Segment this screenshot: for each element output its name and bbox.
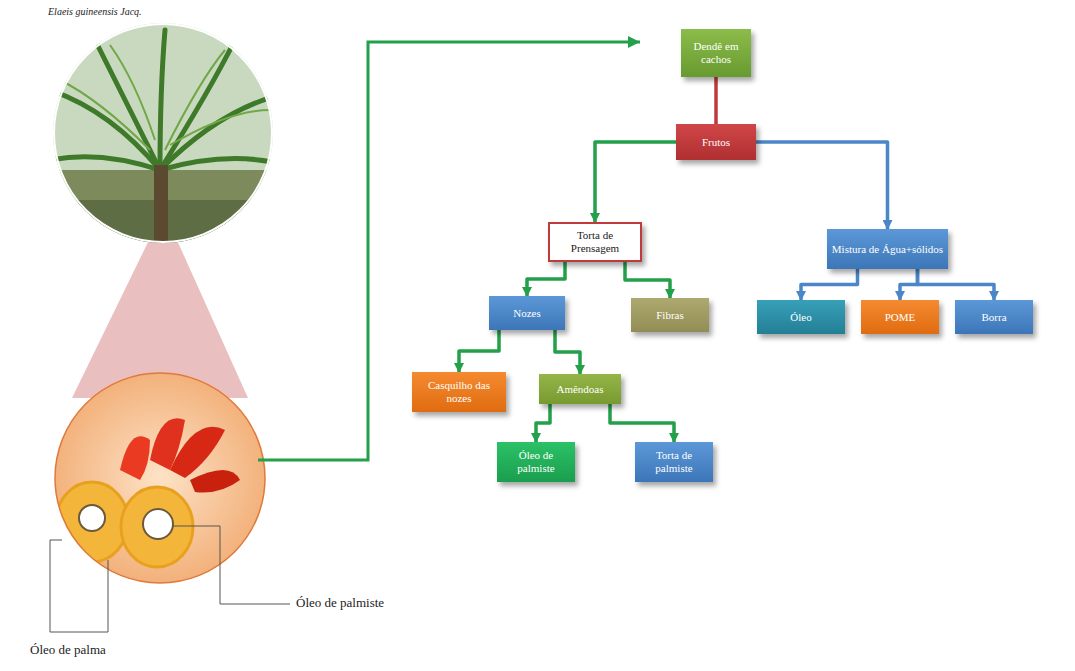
node-text: Dendê em cachos (685, 40, 747, 65)
product-box: Óleo de palmiste (497, 442, 575, 482)
product-box: POME (861, 300, 939, 334)
product-box: Torta de palmiste (635, 442, 713, 482)
node-text: Torta de palmiste (639, 449, 709, 474)
product-box: Óleo (757, 300, 845, 334)
flow-connector (756, 142, 888, 229)
flow-connector (555, 330, 580, 374)
process-box: Torta de Prensagem (548, 222, 642, 262)
node-text: Amêndoas (556, 383, 603, 396)
node-text: Óleo de palmiste (501, 449, 571, 474)
product-box: Amêndoas (539, 374, 621, 404)
node-text: Fibras (656, 309, 684, 322)
node-text: Borra (981, 311, 1006, 324)
node-text: Mistura de Água+sólidos (832, 243, 943, 256)
flow-connector (714, 77, 718, 124)
product-box: Nozes (489, 296, 565, 330)
node-text: Torta de Prensagem (554, 229, 636, 254)
node-text: Frutos (702, 136, 730, 149)
leader-line (50, 526, 290, 632)
product-box: Casquilho das nozes (412, 372, 506, 412)
species-name: Elaeis guineensis Jacq. (48, 6, 142, 17)
node-text: Óleo (790, 311, 811, 324)
flow-connector (625, 262, 670, 298)
flow-connector (900, 269, 918, 300)
node-text: POME (885, 311, 916, 324)
product-box: Fibras (631, 298, 709, 332)
product-box: Borra (955, 300, 1033, 334)
flow-connector (801, 269, 858, 300)
source-box: Dendê em cachos (681, 29, 751, 77)
flow-connector (536, 404, 550, 442)
palm-tree-photo (40, 20, 290, 250)
flow-connector (610, 404, 674, 442)
flow-connector (918, 269, 995, 300)
node-text: Nozes (513, 307, 541, 320)
callout-label: Óleo de palmiste (296, 595, 384, 611)
process-box: Mistura de Água+sólidos (827, 229, 948, 269)
flow-connector (527, 262, 565, 296)
process-box: Frutos (676, 124, 756, 160)
node-text: Casquilho das nozes (416, 379, 502, 404)
flow-arrow (258, 42, 640, 460)
flow-connector (595, 142, 676, 222)
palm-fruit-photo (50, 370, 270, 585)
flow-connector (459, 330, 499, 372)
callout-label: Óleo de palma (30, 642, 106, 658)
